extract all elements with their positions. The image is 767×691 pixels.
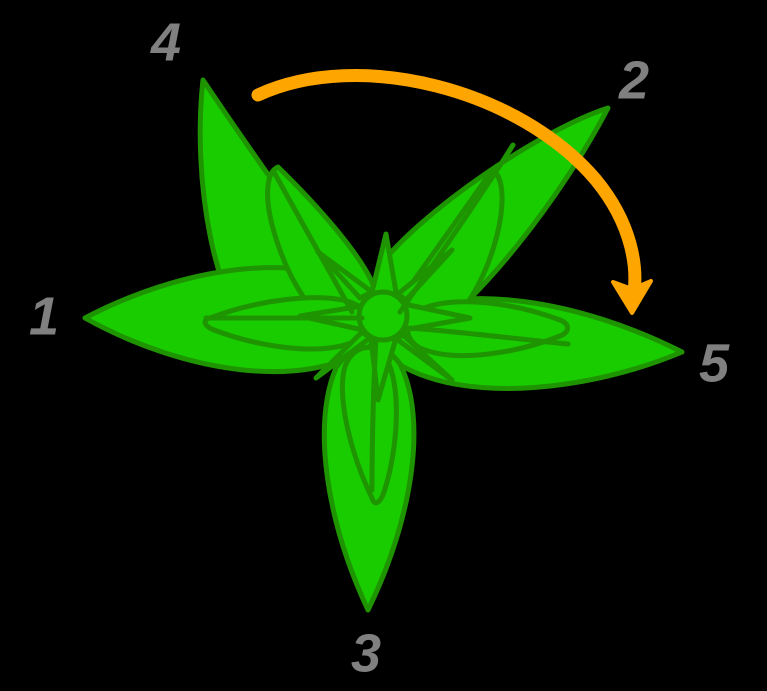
midribs-group [203,142,571,493]
flower-center-hub[interactable] [356,289,410,343]
center-spike-upper-left [315,249,375,301]
label-3: 3 [351,623,381,683]
center-spike-lower-right [395,331,455,383]
rotation-arrow-arc [251,69,642,310]
rotation-arrow-head [611,279,653,315]
petal-5-midrib [405,325,571,347]
rotation-arrow-group[interactable] [251,69,653,315]
label-2: 2 [618,50,649,110]
label-4: 4 [150,12,181,72]
label-1: 1 [29,286,59,346]
center-spike-up [368,231,400,301]
petal-4-midrib [271,169,355,315]
petal-2-midrib [397,142,516,315]
petal-3-midrib [369,337,379,493]
labels-group: 1 2 3 4 5 [29,12,730,683]
label-5: 5 [699,333,730,393]
